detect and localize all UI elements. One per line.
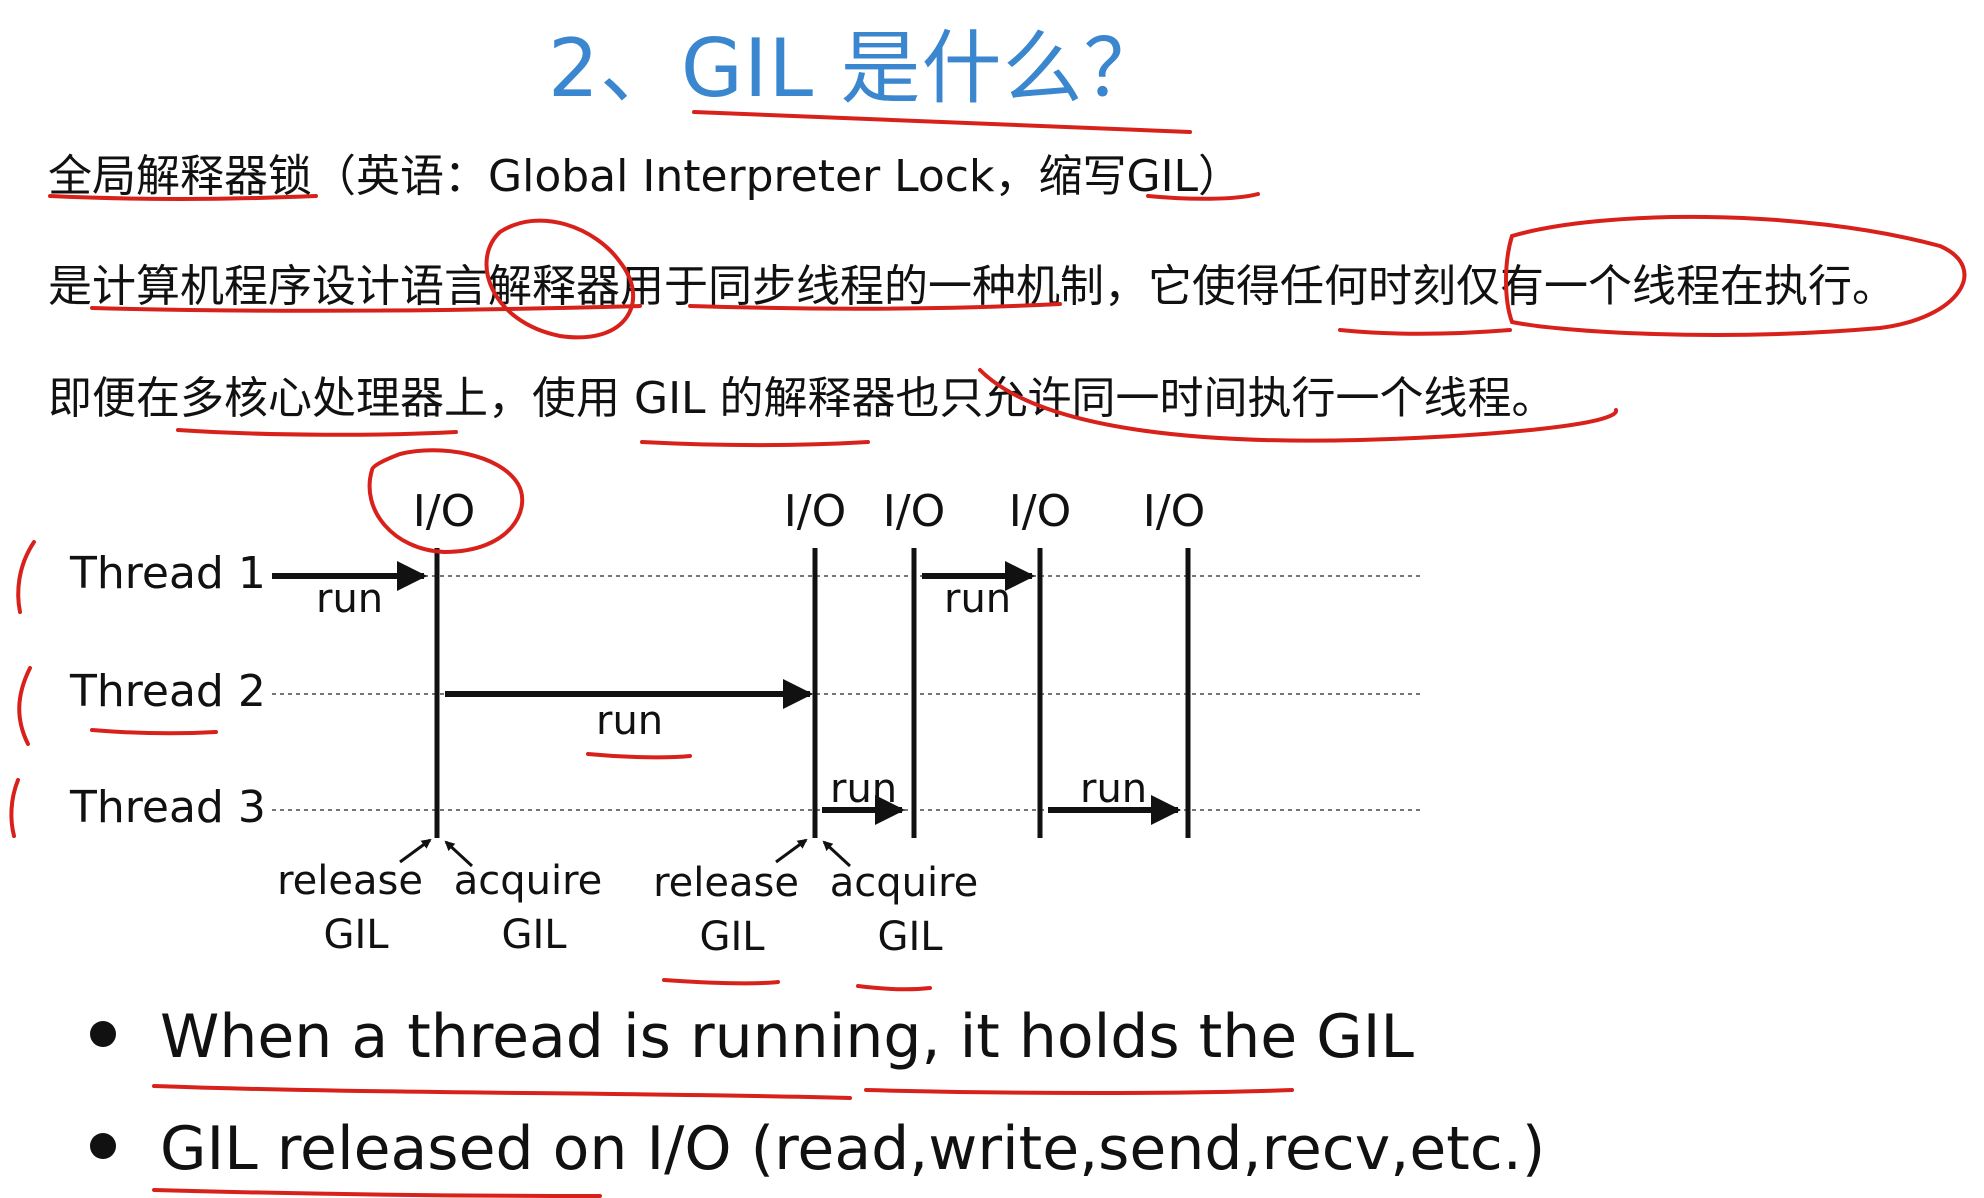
bullet-text: When a thread is running, it holds the G… <box>160 1002 1414 1072</box>
acquire-label: acquire <box>454 858 603 904</box>
bullet-text: GIL released on I/O (read,write,send,rec… <box>160 1114 1546 1184</box>
acquire-pointer <box>444 840 474 868</box>
text-underline <box>152 1188 602 1198</box>
run-label: run <box>944 576 1011 622</box>
run-label: run <box>316 576 383 622</box>
acquire-label: acquire <box>830 860 979 906</box>
release-label: release <box>277 858 423 904</box>
page-title: 2、GIL 是什么？ <box>548 22 1165 115</box>
paragraph-definition: 全局解释器锁（英语：Global Interpreter Lock，缩写GIL） <box>48 151 1243 202</box>
run-label: run <box>1080 766 1147 812</box>
bullet-dot-icon <box>90 1133 116 1160</box>
release-label: release <box>653 860 799 906</box>
release-pointer <box>775 838 808 864</box>
io-label: I/O <box>1009 486 1071 537</box>
gil-thread-diagram: Thread 1 Thread 2 Thread 3 I/O I/O I/O I… <box>69 486 1420 960</box>
io-label: I/O <box>883 486 945 537</box>
text-underline <box>864 1088 1294 1095</box>
io-label: I/O <box>784 486 846 537</box>
release-gil-label: GIL <box>323 912 389 958</box>
release-pointer <box>399 838 432 864</box>
run-label: run <box>830 766 897 812</box>
io-label: I/O <box>1143 486 1205 537</box>
text-underline <box>152 1084 852 1100</box>
bullet-dot-icon <box>90 1021 116 1048</box>
acquire-gil-label: GIL <box>877 914 943 960</box>
run-label: run <box>596 698 663 744</box>
bullet-item: GIL released on I/O (read,write,send,rec… <box>90 1114 1545 1184</box>
acquire-pointer <box>822 840 852 868</box>
thread-label: Thread 2 <box>69 666 266 717</box>
thread-label: Thread 1 <box>69 548 266 599</box>
release-gil-label: GIL <box>699 914 765 960</box>
bullet-item: When a thread is running, it holds the G… <box>90 1002 1414 1072</box>
acquire-gil-label: GIL <box>501 912 567 958</box>
thread-label: Thread 3 <box>69 782 266 833</box>
io-label: I/O <box>413 486 475 537</box>
